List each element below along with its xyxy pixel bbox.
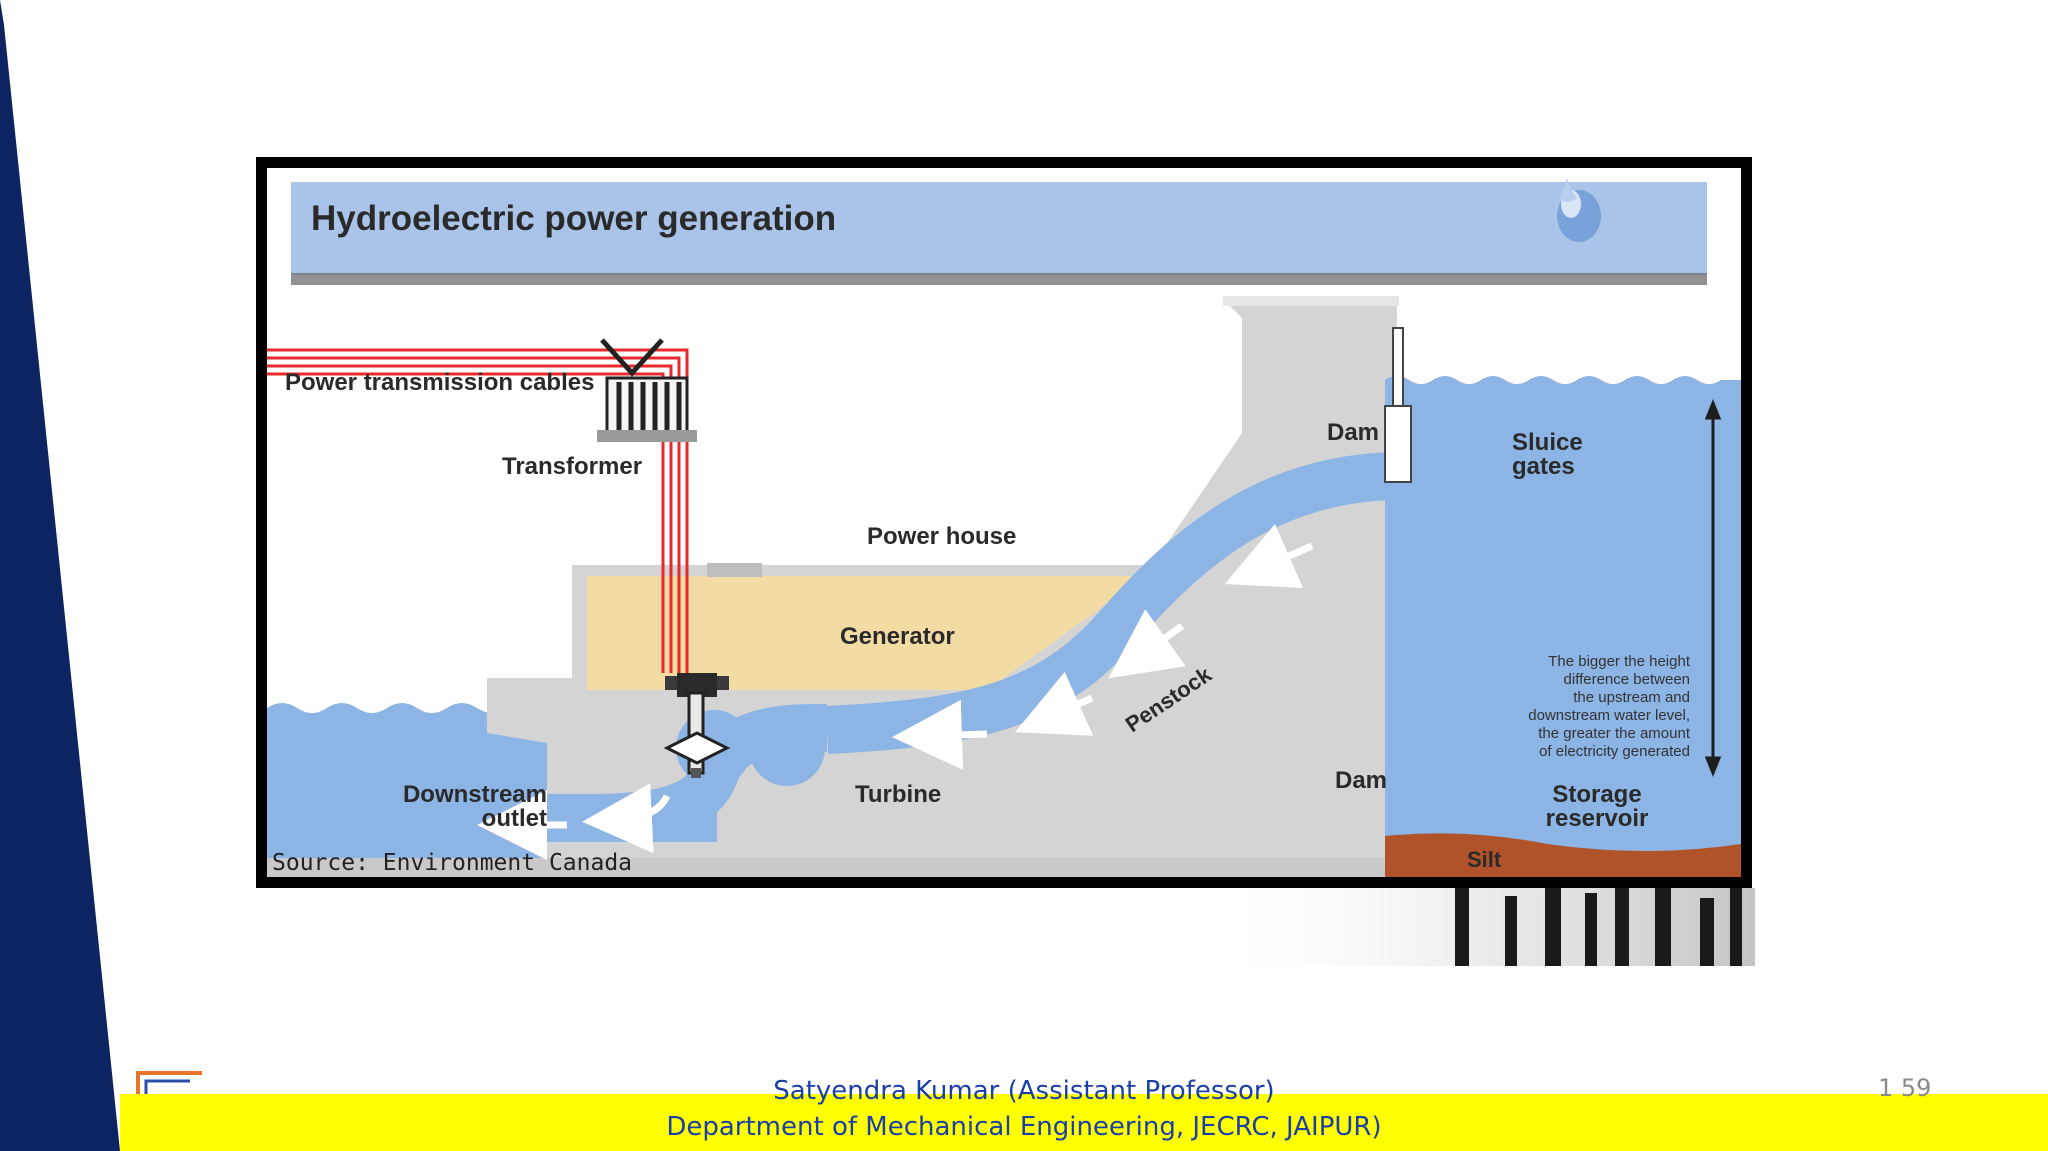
sluice-gate (1384, 327, 1412, 483)
height-difference-arrow (1704, 398, 1722, 778)
turbine-generator-assembly (663, 673, 731, 778)
title-bar-bottom-shadow (291, 273, 1707, 285)
diagram-frame: Hydroelectric power generation (256, 157, 1752, 888)
dam-crest (1223, 296, 1399, 306)
flow-arrows (477, 523, 1314, 860)
label-turbine: Turbine (855, 781, 941, 808)
height-note-line: The bigger the height (1548, 653, 1691, 670)
water-drop-icon (1557, 178, 1601, 242)
label-sluice-gates-2: gates (1512, 453, 1575, 480)
label-downstream-outlet-2: outlet (482, 805, 547, 832)
label-power-house: Power house (867, 523, 1016, 550)
height-note-line: downstream water level, (1528, 707, 1690, 724)
height-note-line: the upstream and (1573, 689, 1690, 706)
height-note: The bigger the height difference between… (1528, 653, 1691, 760)
label-silt: Silt (1467, 847, 1502, 872)
label-transformer: Transformer (502, 453, 642, 480)
label-downstream-outlet-1: Downstream (403, 781, 547, 808)
title-bar (291, 182, 1707, 275)
diagram-title: Hydroelectric power generation (311, 199, 836, 238)
height-note-line: difference between (1564, 671, 1690, 688)
height-note-line: of electricity generated (1539, 743, 1690, 760)
people-silhouettes-image (1205, 888, 1755, 966)
hydroelectric-diagram: Hydroelectric power generation (267, 168, 1741, 877)
ground-strip (267, 858, 1397, 877)
footer-author: Satyendra Kumar (Assistant Professor) (773, 1076, 1275, 1106)
turbine-chamber-right (749, 710, 825, 786)
label-dam-bottom: Dam (1335, 767, 1387, 794)
label-dam-top: Dam (1327, 419, 1379, 446)
slide-number: 1 59 (1878, 1074, 1932, 1102)
label-sluice-gates-1: Sluice (1512, 429, 1583, 456)
label-generator: Generator (840, 623, 955, 650)
footer-band (120, 1094, 2048, 1151)
footer-department: Department of Mechanical Engineering, JE… (666, 1112, 1382, 1142)
storage-reservoir-water (1385, 376, 1741, 877)
power-house (587, 576, 1145, 690)
height-note-line: the greater the amount (1538, 725, 1691, 742)
label-storage-reservoir-1: Storage (1552, 781, 1641, 808)
left-navy-bar (0, 0, 120, 1151)
label-source: Source: Environment Canada (272, 850, 632, 876)
jecrc-logo-icon (136, 1071, 202, 1098)
silt-layer (1385, 833, 1741, 877)
transformer-base (707, 563, 762, 577)
label-power-transmission-cables: Power transmission cables (285, 369, 594, 396)
transformer-unit (597, 338, 697, 442)
label-storage-reservoir-2: reservoir (1546, 805, 1649, 832)
power-transmission-cables (267, 348, 689, 673)
